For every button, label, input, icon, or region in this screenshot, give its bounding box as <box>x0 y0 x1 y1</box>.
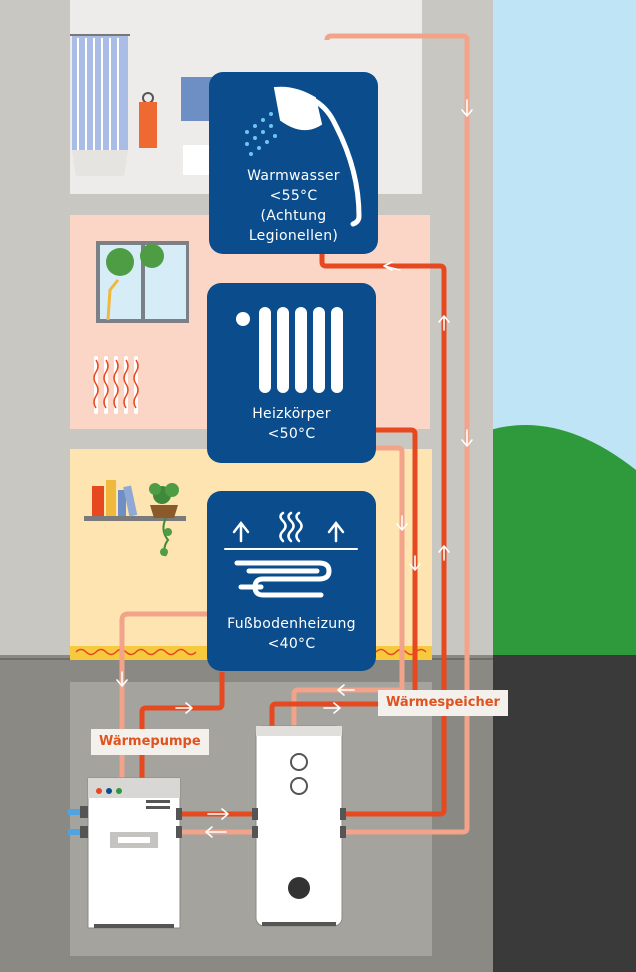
plant <box>149 483 179 557</box>
heat-storage-label: Wärmespeicher <box>378 690 508 716</box>
floor-heating-title: Fußbodenheizung <box>227 616 356 632</box>
heat-pump-unit <box>68 777 182 929</box>
arrow-up-icon <box>232 520 250 543</box>
arrow-left-icon <box>337 684 355 696</box>
hot-water-title: Warmwasser <box>247 168 340 184</box>
ground <box>490 655 636 972</box>
arrow-up-icon <box>438 545 450 561</box>
return-pipes <box>119 33 470 835</box>
arrow-right-icon <box>323 702 341 714</box>
arrow-left-icon <box>205 826 227 838</box>
radiator-temp: <50°C <box>267 426 316 442</box>
bookshelf <box>84 480 186 521</box>
small-radiator <box>93 356 139 414</box>
hot-water-temp: <55°C <box>269 188 318 204</box>
radiator-icon <box>236 307 343 393</box>
floor-heating-icon <box>224 511 358 598</box>
hot-water-note: (Achtung Legionellen) <box>248 208 339 244</box>
arrow-left-icon <box>383 261 401 271</box>
floor-heating-card: Fußbodenheizung <40°C <box>207 491 376 671</box>
floor-heating-temp: <40°C <box>267 636 316 652</box>
arrow-down-icon <box>461 429 473 447</box>
arrow-up-icon <box>438 315 450 331</box>
arrow-down-icon <box>461 99 473 117</box>
green-hill <box>490 425 636 660</box>
flow-arrows <box>116 99 473 838</box>
sink-cabinet <box>183 145 209 175</box>
storage-tank <box>252 725 346 927</box>
heat-pump-label: Wärmepumpe <box>91 729 209 755</box>
shower-head-icon <box>245 86 362 227</box>
arrow-up-icon <box>327 520 345 543</box>
shower-curtain <box>70 34 130 176</box>
arrow-right-icon <box>207 808 229 820</box>
arrow-right-icon <box>175 702 193 714</box>
window <box>96 241 189 323</box>
arrow-down-icon <box>396 515 408 531</box>
hot-water-card: Warmwasser <55°C (Achtung Legionellen) <box>209 72 378 254</box>
arrow-down-icon <box>116 671 128 687</box>
arrow-down-icon <box>409 555 421 571</box>
towel <box>139 92 157 148</box>
radiator-card: Heizkörper <50°C <box>207 283 376 463</box>
radiator-title: Heizkörper <box>252 406 331 422</box>
